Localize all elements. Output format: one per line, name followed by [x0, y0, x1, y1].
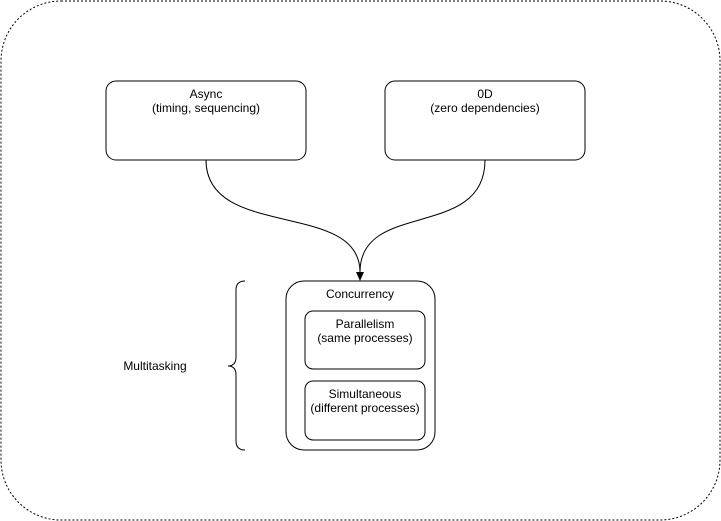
brace-icon [227, 280, 246, 451]
concurrency-title: Concurrency [326, 287, 394, 301]
simultaneous-title: Simultaneous [329, 387, 402, 401]
zero-d-title: 0D [477, 87, 493, 101]
zero-d-to-concurrency-connector [359, 159, 486, 273]
parallelism-subtitle: (same processes) [317, 331, 412, 345]
parallelism-title: Parallelism [336, 317, 395, 331]
async-node[interactable]: Async (timing, sequencing) [105, 80, 307, 161]
parallelism-box [304, 310, 426, 370]
multitasking-label: Multitasking [123, 359, 186, 373]
simultaneous-box [304, 380, 426, 441]
zero-d-subtitle: (zero dependencies) [430, 101, 539, 115]
simultaneous-node[interactable]: Simultaneous (different processes) [304, 380, 426, 441]
zero-d-node[interactable]: 0D (zero dependencies) [384, 80, 586, 161]
arrowhead-icon [356, 272, 364, 281]
async-title: Async [190, 87, 223, 101]
parallelism-node[interactable]: Parallelism (same processes) [304, 310, 426, 370]
async-subtitle: (timing, sequencing) [152, 101, 260, 115]
simultaneous-subtitle: (different processes) [310, 401, 419, 415]
async-to-concurrency-connector [205, 159, 361, 273]
